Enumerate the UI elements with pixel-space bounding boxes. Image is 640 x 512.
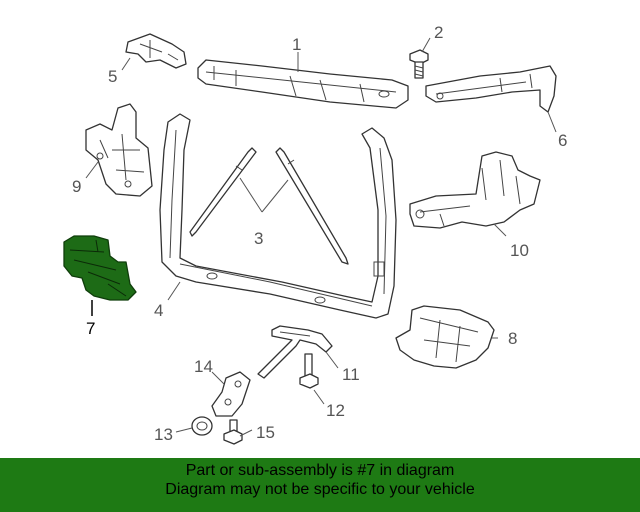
callout-15: 15 bbox=[256, 423, 275, 442]
part-5-bracket bbox=[125, 33, 187, 69]
callout-5: 5 bbox=[108, 67, 117, 86]
part-14-latch-bracket bbox=[211, 371, 251, 417]
part-15-bolt bbox=[223, 419, 243, 445]
callout-12: 12 bbox=[326, 401, 345, 420]
callout-2: 2 bbox=[434, 23, 443, 42]
part-1-upper-crossmember bbox=[197, 59, 409, 109]
callout-6: 6 bbox=[558, 131, 567, 150]
part-3-hood-struts bbox=[189, 147, 349, 265]
part-4-radiator-frame bbox=[159, 113, 397, 319]
leader-lines bbox=[85, 37, 557, 437]
part-9-bracket bbox=[85, 103, 153, 197]
parts-diagram: 1 2 3 4 5 6 7 8 9 10 11 12 13 14 15 bbox=[63, 23, 567, 445]
part-2-bolt bbox=[409, 49, 429, 79]
part-12-bolt bbox=[299, 353, 319, 389]
callout-3: 3 bbox=[254, 229, 263, 248]
callout-9: 9 bbox=[72, 177, 81, 196]
part-13-grommet bbox=[191, 416, 213, 436]
banner-line-1: Part or sub-assembly is #7 in diagram bbox=[185, 462, 455, 479]
callout-7: 7 bbox=[86, 319, 95, 338]
banner-line-2: Diagram may not be specific to your vehi… bbox=[165, 481, 475, 498]
callout-8: 8 bbox=[508, 329, 517, 348]
callout-14: 14 bbox=[194, 357, 213, 376]
callout-13: 13 bbox=[154, 425, 173, 444]
part-11-bracket bbox=[257, 325, 333, 379]
callout-10: 10 bbox=[510, 241, 529, 260]
part-6-bracket bbox=[425, 65, 557, 113]
callout-4: 4 bbox=[154, 301, 163, 320]
part-10-bracket bbox=[409, 151, 541, 229]
part-8-deflector bbox=[395, 305, 495, 369]
callout-labels: 1 2 3 4 5 6 7 8 9 10 11 12 13 14 15 bbox=[72, 23, 567, 444]
info-banner: Part or sub-assembly is #7 in diagram Di… bbox=[0, 458, 640, 512]
callout-11: 11 bbox=[342, 365, 360, 384]
part-7-highlighted-deflector bbox=[63, 235, 137, 301]
callout-1: 1 bbox=[292, 35, 301, 54]
